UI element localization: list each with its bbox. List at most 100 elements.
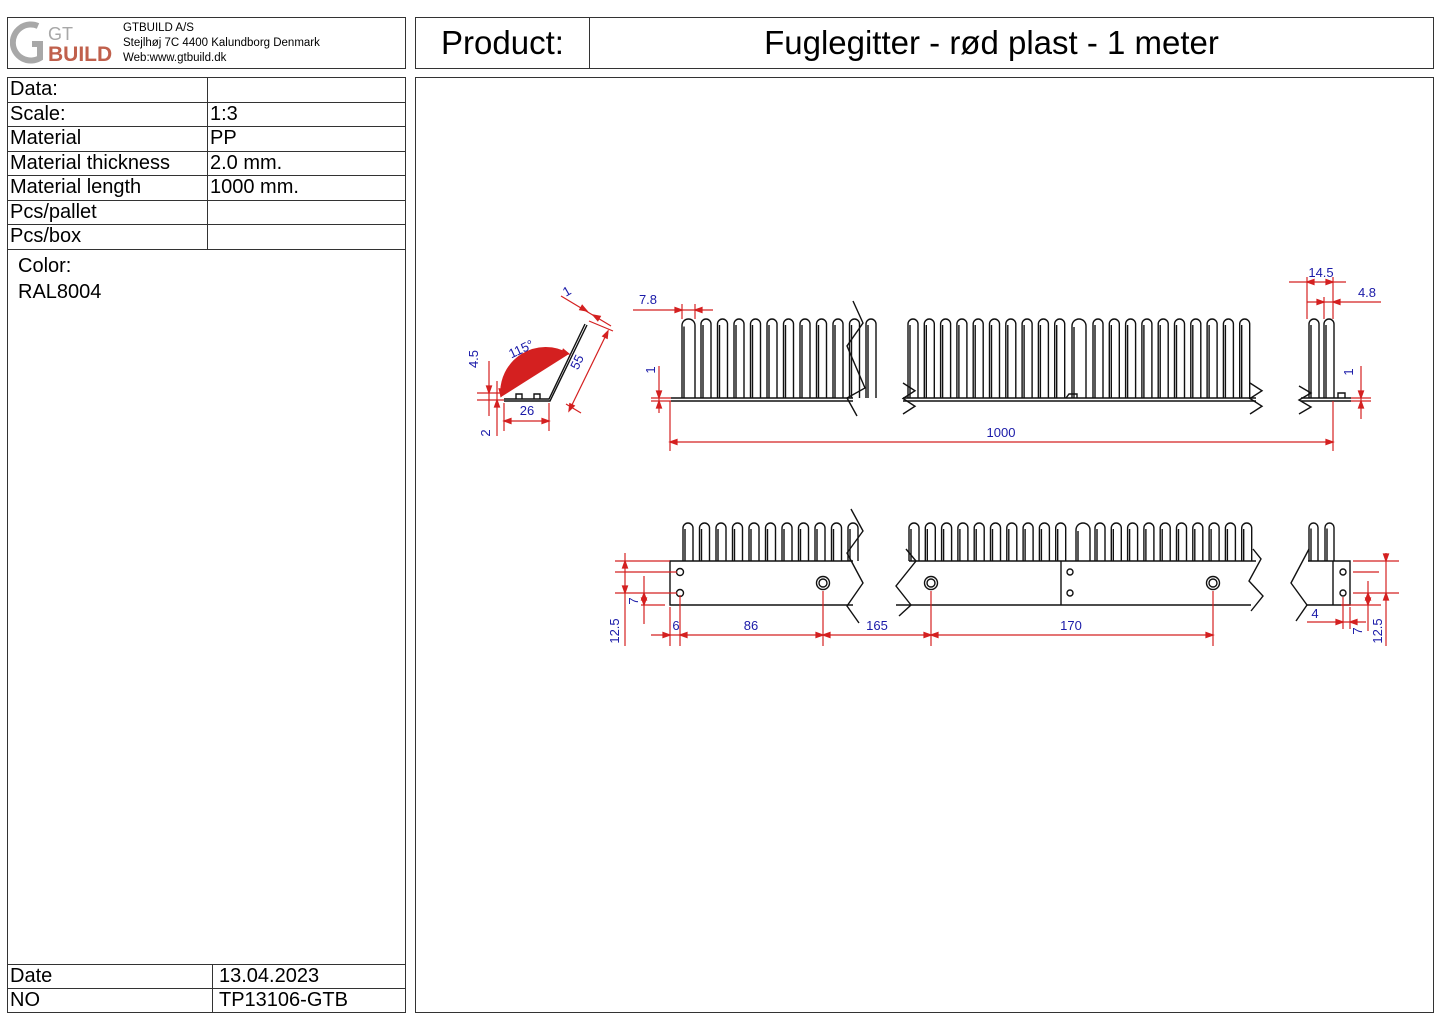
number-value: TP13106-GTB	[212, 988, 405, 1012]
spec-label: Scale:	[8, 102, 208, 127]
break-line	[1248, 548, 1264, 612]
comb-tooth	[907, 318, 919, 398]
date-value: 13.04.2023	[212, 964, 405, 989]
dim-r4-label: 4	[1311, 606, 1318, 621]
length-label: 1000	[987, 425, 1016, 440]
dimension-arrow	[1382, 591, 1390, 601]
dimension-arrow	[1348, 618, 1358, 626]
dimension-arrow	[640, 597, 648, 607]
break-line	[895, 548, 917, 617]
comb-tooth	[700, 318, 712, 398]
height-label: 4.5	[466, 350, 481, 368]
comb-tooth	[766, 318, 778, 398]
company-info: GTBUILD A/S Stejlhøj 7C 4400 Kalundborg …	[123, 21, 320, 66]
comb-tooth	[799, 318, 811, 398]
spec-value	[207, 224, 405, 250]
comb-tooth	[1055, 522, 1067, 561]
dimension-arrow	[929, 631, 939, 639]
comb-tooth	[1308, 522, 1319, 561]
dimension-arrow	[674, 306, 684, 314]
dimension-arrow	[502, 417, 512, 425]
comb-tooth	[1324, 522, 1335, 561]
dimension-arrow	[1325, 278, 1335, 286]
comb-tooth	[924, 522, 936, 561]
base-thk-label: 1	[643, 366, 658, 373]
comb-tooth-wide	[681, 318, 696, 398]
profile-outline	[504, 324, 588, 402]
spec-label: Material thickness	[8, 151, 208, 176]
comb-tooth-joint	[1071, 318, 1087, 398]
comb-tooth	[1108, 318, 1120, 398]
dimension-arrow	[560, 348, 571, 355]
comb-tooth	[1308, 318, 1320, 398]
spec-row: Pcs/box	[8, 224, 405, 250]
comb-tooth	[1143, 522, 1155, 561]
dimension-arrow	[668, 438, 678, 446]
dimension-arrow	[621, 585, 629, 595]
comb-tooth	[1157, 318, 1169, 398]
comb-tooth	[1037, 318, 1050, 398]
comb-tooth	[1173, 318, 1186, 398]
comb-tooth	[1239, 318, 1251, 398]
company-address: Stejlhøj 7C 4400 Kalundborg Denmark	[123, 37, 320, 49]
comb-tooth	[956, 318, 968, 398]
comb-tooth	[814, 522, 826, 561]
break-line	[901, 382, 917, 415]
comb-tooth	[988, 318, 1001, 398]
comb-tooth	[815, 318, 828, 398]
comb-tooth	[832, 318, 844, 398]
break-line	[1248, 382, 1264, 415]
dimension-arrow	[1364, 597, 1372, 607]
spec-value: 2.0 mm.	[207, 151, 405, 176]
end-width-label: 14.5	[1308, 265, 1333, 280]
comb-tooth	[797, 522, 810, 561]
comb-tooth	[1175, 522, 1188, 561]
break-line	[1290, 548, 1310, 622]
dimension-arrow	[1357, 399, 1365, 409]
comb-tooth	[1124, 318, 1137, 398]
end-nub	[1337, 392, 1346, 398]
comb-tooth	[830, 522, 843, 561]
comb-tooth	[1206, 318, 1218, 398]
comb-tooth	[1224, 522, 1237, 561]
comb-tooth	[939, 318, 952, 398]
spec-value	[207, 78, 405, 103]
comb-tooth	[1022, 522, 1034, 561]
comb-tooth	[1126, 522, 1139, 561]
spec-label: Pcs/pallet	[8, 200, 208, 225]
leg-label: 55	[567, 352, 587, 372]
dimension-arrow	[1335, 618, 1345, 626]
comb-tooth	[865, 318, 877, 398]
color-value: RAL8004	[18, 281, 102, 303]
screw-hole	[815, 575, 831, 591]
comb-tooth	[733, 318, 745, 398]
comb-tooth	[1141, 318, 1153, 398]
comb-tooth	[1192, 522, 1204, 561]
break-line	[1297, 385, 1313, 415]
comb-tooth	[1110, 522, 1122, 561]
mount-hole	[1066, 589, 1074, 597]
spec-value: 1000 mm.	[207, 175, 405, 201]
comb-tooth	[1241, 522, 1253, 561]
comb-tooth	[716, 318, 729, 398]
comb-tooth	[1159, 522, 1171, 561]
spec-label: Data:	[8, 78, 208, 103]
end-thk-label: 1	[1341, 368, 1356, 375]
thickness2-label: 2	[478, 429, 493, 436]
comb-tooth	[782, 318, 795, 398]
dimension-arrow	[1331, 298, 1341, 306]
dimension-arrow	[655, 399, 663, 409]
spec-row: Scale:1:3	[8, 102, 405, 127]
comb-tooth	[1021, 318, 1033, 398]
comb-tooth	[715, 522, 727, 561]
mount-hole	[1339, 568, 1347, 576]
comb-tooth-joint	[1075, 522, 1091, 561]
dimension-arrow	[655, 390, 663, 400]
plate-outline	[669, 560, 853, 606]
